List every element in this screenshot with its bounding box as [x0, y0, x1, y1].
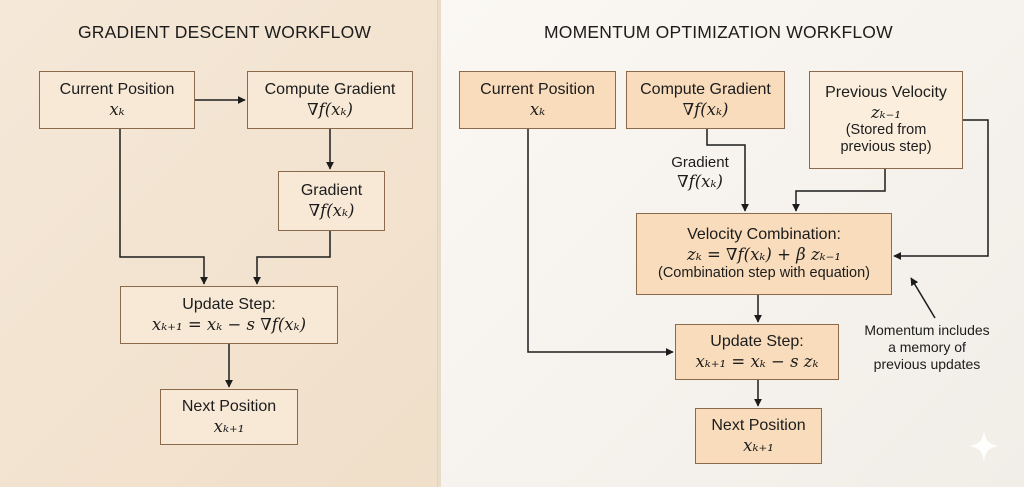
momentum-panel: MOMENTUM OPTIMIZATION WORKFLOW Current P… — [441, 0, 1024, 487]
mom-previous-velocity-note-1: (Stored from — [845, 122, 927, 139]
gd-current-position-box: Current Position xₖ — [39, 71, 195, 129]
mom-gradient-math: ∇f(xₖ) — [677, 172, 723, 191]
mom-annotation-line-3: previous updates — [873, 355, 981, 372]
mom-next-position-box: Next Position xₖ₊₁ — [695, 408, 822, 464]
mom-previous-velocity-note-2: previous step) — [840, 139, 932, 156]
gd-update-step-label: Update Step: — [182, 295, 276, 313]
gd-arrow-gradient-to-update — [253, 231, 331, 285]
mom-arrow-previous-to-velocity — [792, 169, 886, 212]
gd-compute-gradient-math: ∇f(xₖ) — [307, 99, 353, 119]
gd-compute-gradient-label: Compute Gradient — [264, 80, 396, 98]
mom-previous-velocity-math: zₖ₋₁ — [870, 102, 902, 122]
gd-update-step-box: Update Step: xₖ₊₁ = xₖ − s ∇f(xₖ) — [120, 286, 338, 344]
mom-arrow-compute-to-velocity — [706, 129, 749, 212]
mom-current-position-label: Current Position — [480, 80, 595, 98]
mom-gradient-text: Gradient — [671, 154, 729, 171]
gd-next-position-label: Next Position — [181, 397, 277, 415]
sparkle-icon — [968, 430, 1000, 462]
mom-current-position-box: Current Position xₖ — [459, 71, 616, 129]
gd-current-position-math: xₖ — [109, 99, 125, 119]
mom-compute-gradient-box: Compute Gradient ∇f(xₖ) — [626, 71, 785, 129]
mom-current-position-math: xₖ — [529, 99, 546, 119]
gd-next-position-box: Next Position xₖ₊₁ — [160, 389, 298, 445]
mom-gradient-floating-label: Gradient ∇f(xₖ) — [661, 154, 739, 192]
gd-gradient-box: Gradient ∇f(xₖ) — [278, 171, 385, 231]
mom-next-position-label: Next Position — [711, 416, 806, 434]
mom-next-position-math: xₖ₊₁ — [743, 435, 774, 455]
mom-velocity-combination-label: Velocity Combination: — [687, 226, 841, 244]
mom-velocity-combination-note: (Combination step with equation) — [658, 264, 870, 281]
mom-title: MOMENTUM OPTIMIZATION WORKFLOW — [544, 22, 893, 42]
mom-annotation-line-1: Momentum includes — [864, 322, 990, 338]
mom-previous-velocity-box: Previous Velocity zₖ₋₁ (Stored from prev… — [809, 71, 963, 169]
mom-compute-gradient-math: ∇f(xₖ) — [682, 99, 729, 119]
mom-arrow-current-to-update — [527, 129, 674, 356]
gd-title: GRADIENT DESCENT WORKFLOW — [78, 22, 372, 42]
gd-compute-gradient-box: Compute Gradient ∇f(xₖ) — [247, 71, 413, 129]
gradient-descent-panel: GRADIENT DESCENT WORKFLOW Current Positi… — [0, 0, 438, 487]
mom-update-step-label: Update Step: — [710, 332, 804, 350]
mom-compute-gradient-label: Compute Gradient — [640, 80, 771, 98]
gd-gradient-label: Gradient — [300, 181, 363, 199]
mom-update-step-math: xₖ₊₁ = xₖ − s zₖ — [695, 351, 819, 371]
gd-next-position-math: xₖ₊₁ — [213, 416, 245, 436]
gd-arrow-current-to-update — [119, 129, 208, 285]
mom-velocity-combination-box: Velocity Combination: zₖ = ∇f(xₖ) + β zₖ… — [636, 213, 892, 295]
mom-update-step-box: Update Step: xₖ₊₁ = xₖ − s zₖ — [675, 324, 839, 380]
mom-annotation-pointer — [910, 277, 936, 319]
mom-annotation-line-2: a memory of — [888, 338, 966, 355]
gd-current-position-label: Current Position — [59, 80, 175, 98]
mom-velocity-combination-math: zₖ = ∇f(xₖ) + β zₖ₋₁ — [687, 245, 841, 265]
mom-previous-velocity-label: Previous Velocity — [825, 83, 947, 101]
mom-arrow-feedback-loop — [893, 119, 989, 260]
gd-gradient-math: ∇f(xₖ) — [308, 200, 355, 220]
mom-annotation: Momentum includes a memory of previous u… — [854, 322, 1000, 372]
gd-update-step-math: xₖ₊₁ = xₖ − s ∇f(xₖ) — [151, 314, 307, 334]
